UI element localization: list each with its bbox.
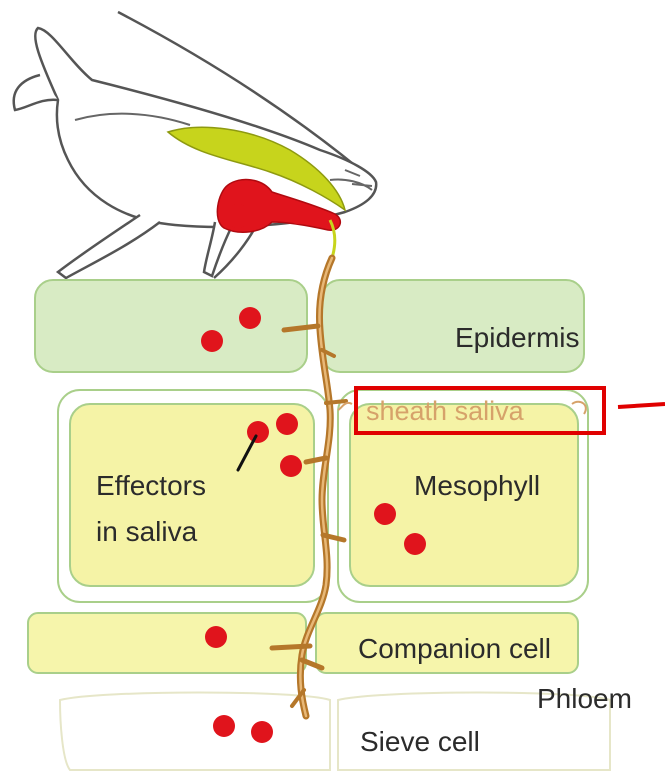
saliva-dot xyxy=(205,626,227,648)
stylet-branch xyxy=(272,646,310,648)
saliva-dot xyxy=(247,421,269,443)
stylet-branch xyxy=(326,401,346,403)
epidermis-label: Epidermis xyxy=(455,322,579,353)
highlight-pointer-line xyxy=(618,404,665,407)
companion-cell-label: Companion cell xyxy=(358,633,551,664)
aphid-illustration xyxy=(14,12,376,278)
aphid-leg xyxy=(58,215,160,278)
saliva-dot xyxy=(239,307,261,329)
saliva-dot xyxy=(276,413,298,435)
saliva-dot xyxy=(201,330,223,352)
red-gland-lobe xyxy=(288,204,308,224)
saliva-dot xyxy=(213,715,235,737)
effectors-label-line2: in saliva xyxy=(96,516,198,547)
companion-cell-left xyxy=(28,613,306,673)
sieve-cell-left xyxy=(60,693,330,771)
saliva-dot xyxy=(374,503,396,525)
saliva-dot xyxy=(404,533,426,555)
effectors-label-line1: Effectors xyxy=(96,470,206,501)
saliva-dot xyxy=(251,721,273,743)
epidermis-cell-left xyxy=(35,280,307,372)
saliva-dot xyxy=(280,455,302,477)
red-gland-lobe xyxy=(226,204,250,228)
sieve-cell-label: Sieve cell xyxy=(360,726,480,757)
mesophyll-label: Mesophyll xyxy=(414,470,540,501)
sheath-saliva-label: sheath saliva xyxy=(366,396,525,426)
phloem-label: Phloem xyxy=(537,683,632,714)
